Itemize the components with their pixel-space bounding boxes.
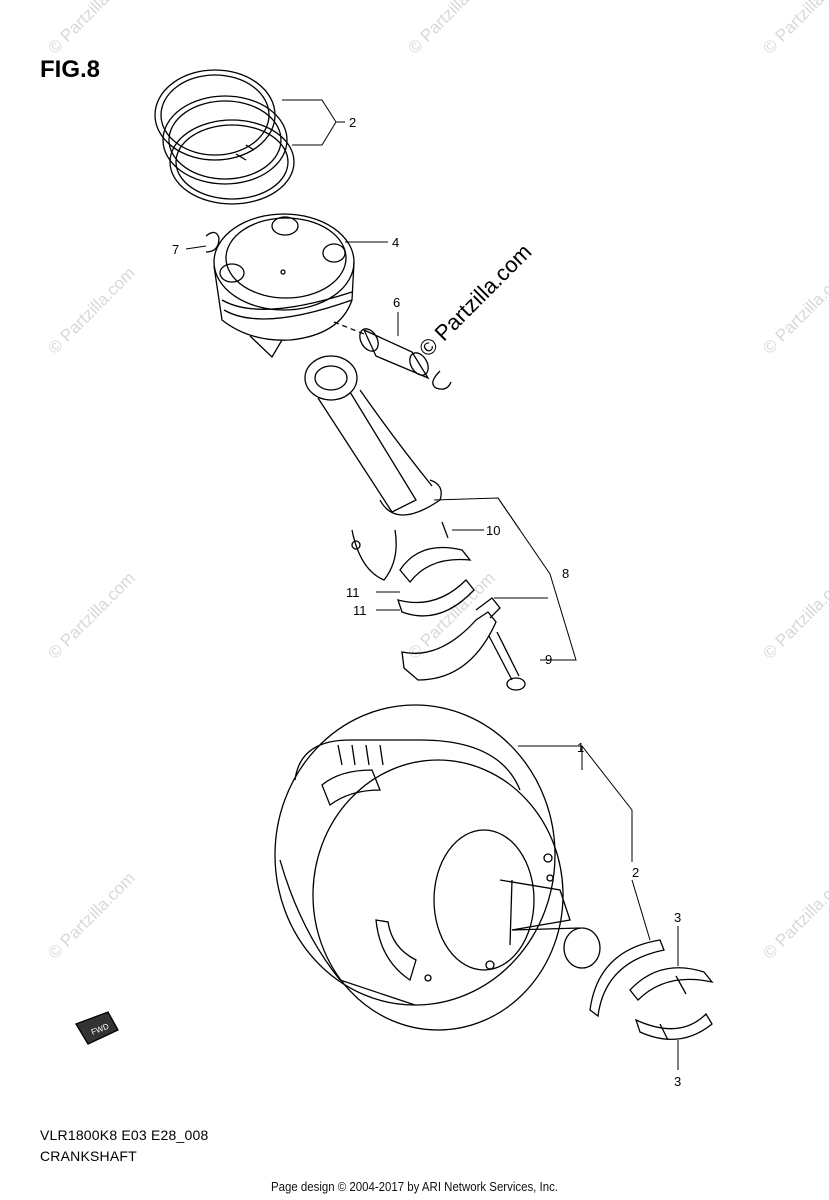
piston [213,213,355,359]
piston-pin [333,321,430,380]
callout-3a: 3 [674,910,681,925]
main-bearings [629,967,714,1041]
watermark: © Partzilla.com [44,263,138,357]
section-name: CRANKSHAFT [40,1148,137,1164]
model-code: VLR1800K8 E03 E28_008 [40,1127,209,1143]
bearing-shells [397,546,475,617]
rod-cap [401,597,501,681]
crankshaft [274,704,601,1031]
watermark: © Partzilla.com [759,263,829,357]
watermark-prominent: © Partzilla.com [414,239,537,362]
piston-rings [154,69,295,205]
callout-6: 6 [393,295,400,310]
connecting-rod [304,355,442,581]
dowel-pin [441,521,449,539]
callout-11b: 11 [353,603,367,618]
callout-5: 2 [349,115,356,130]
watermark: © Partzilla.com [759,0,829,58]
watermark: © Partzilla.com [44,868,138,962]
thrust-washer [589,939,665,1018]
watermark: © Partzilla.com [44,568,138,662]
watermark: © Partzilla.com [759,868,829,962]
callout-4: 4 [392,235,399,250]
page-footer: Page design © 2004-2017 by ARI Network S… [271,1179,558,1194]
circlip-right [432,370,452,390]
callout-2: 2 [632,865,639,880]
callout-8: 8 [562,566,569,581]
callout-9: 9 [545,652,552,667]
callout-10: 10 [486,523,500,538]
callout-11a: 11 [346,585,360,600]
watermark: © Partzilla.com [404,0,498,58]
callouts: 2 4 7 6 10 8 11 11 9 1 2 3 3 [172,115,681,1089]
callout-1: 1 [577,740,584,755]
drawing [75,69,714,1070]
rod-bolt [488,631,526,691]
leader-lines [185,99,679,1070]
fwd-arrow [75,1011,119,1045]
callout-3b: 3 [674,1074,681,1089]
figure-title: FIG.8 [40,56,101,83]
background-watermarks: © Partzilla.com © Partzilla.com © Partzi… [44,0,829,963]
callout-7: 7 [172,242,179,257]
circlip-left [205,231,220,253]
watermark: © Partzilla.com [44,0,138,58]
watermark: © Partzilla.com [759,568,829,662]
